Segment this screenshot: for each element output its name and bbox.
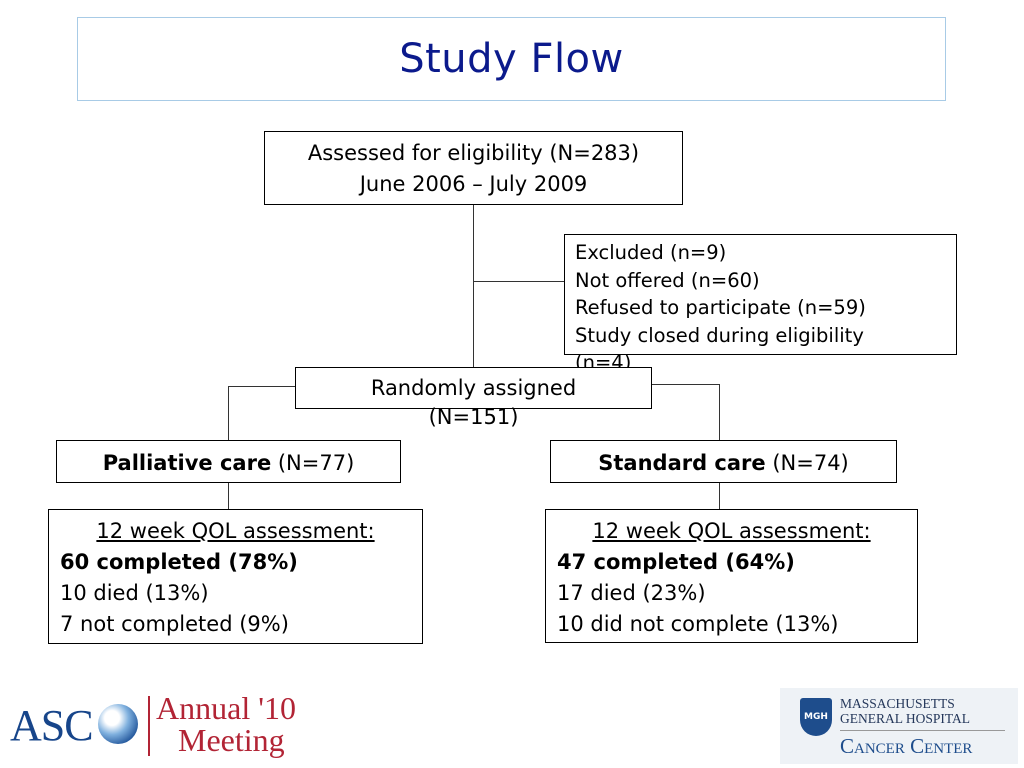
assessed-box: Assessed for eligibility (N=283) June 20… bbox=[264, 131, 683, 205]
randomized-label: Randomly assigned bbox=[370, 376, 577, 400]
title-box: Study Flow bbox=[77, 17, 946, 101]
qol-not-completed: 7 not completed (9%) bbox=[60, 612, 289, 636]
palliative-care-box: Palliative care (N=77) bbox=[56, 440, 401, 483]
annual-label: Annual '10 bbox=[156, 690, 296, 726]
qol-completed: 60 completed (78%) bbox=[60, 550, 298, 574]
logo-rule bbox=[840, 730, 1005, 731]
standard-care-label: Standard care bbox=[598, 451, 766, 475]
standard-care-box: Standard care (N=74) bbox=[550, 440, 897, 483]
not-offered-item: Not offered (n=60) bbox=[575, 268, 760, 292]
study-closed-item: Study closed during eligibility bbox=[575, 323, 864, 347]
mgh-line1: MASSACHUSETTS bbox=[840, 696, 955, 711]
qol-heading: 12 week QOL assessment: bbox=[96, 519, 375, 543]
excluded-box: Excluded (n=9) Not offered (n=60) Refuse… bbox=[564, 234, 957, 374]
connector-assessed-to-random bbox=[473, 205, 475, 367]
randomized-count: (N=151) bbox=[428, 405, 519, 429]
qol-heading: 12 week QOL assessment: bbox=[592, 519, 871, 543]
refused-item: Refused to participate (n=59) bbox=[575, 296, 866, 319]
asco-wordmark: ASC bbox=[10, 701, 94, 750]
qol-died: 10 died (13%) bbox=[60, 581, 209, 605]
qol-not-completed: 10 did not complete (13%) bbox=[557, 612, 839, 636]
standard-care-count: (N=74) bbox=[765, 451, 849, 475]
qol-died: 17 died (23%) bbox=[557, 581, 706, 605]
randomized-box: Randomly assigned (N=151) bbox=[295, 367, 652, 429]
connector-to-excluded bbox=[474, 281, 564, 283]
excluded-item: Excluded (n=9) bbox=[575, 241, 727, 264]
cancer-center-label: Cancer Center bbox=[840, 734, 973, 758]
qol-palliative-box: 12 week QOL assessment: 60 completed (78… bbox=[48, 509, 423, 644]
connector-random-right bbox=[652, 384, 720, 386]
shield-icon: MGH bbox=[800, 698, 832, 736]
mgh-line2: GENERAL HOSPITAL bbox=[840, 711, 971, 726]
page-title: Study Flow bbox=[399, 36, 624, 82]
qol-completed: 47 completed (64%) bbox=[557, 550, 795, 574]
connector-left-down bbox=[228, 386, 230, 440]
qol-standard-box: 12 week QOL assessment: 47 completed (64… bbox=[545, 509, 918, 643]
connector-random-left bbox=[228, 386, 295, 388]
assessed-count: Assessed for eligibility (N=283) bbox=[307, 141, 640, 165]
assessed-period: June 2006 – July 2009 bbox=[359, 172, 588, 196]
connector-pall-to-qol bbox=[228, 483, 230, 509]
connector-std-to-qol bbox=[719, 483, 721, 509]
connector-right-down bbox=[719, 384, 721, 440]
mgh-cancer-center-logo: MGH MASSACHUSETTS GENERAL HOSPITAL Cance… bbox=[780, 688, 1018, 764]
logo-divider bbox=[148, 696, 150, 756]
meeting-label: Meeting bbox=[178, 722, 285, 758]
palliative-care-label: Palliative care bbox=[102, 451, 272, 475]
globe-icon bbox=[98, 704, 138, 744]
mgh-name: MASSACHUSETTS GENERAL HOSPITAL bbox=[840, 696, 970, 726]
asco-logo: ASC Annual '10 Meeting bbox=[10, 692, 300, 762]
palliative-care-count: (N=77) bbox=[271, 451, 355, 475]
